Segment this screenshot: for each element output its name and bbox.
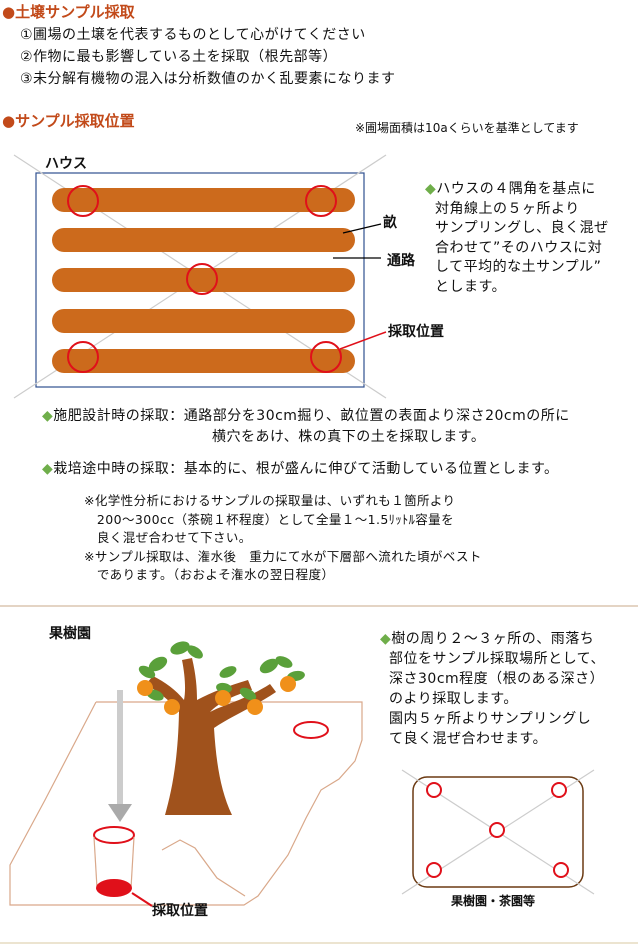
bullet-dot-icon: ● — [2, 3, 16, 21]
sampling-point — [310, 341, 342, 373]
sampling-position-label: 採取位置 — [388, 324, 444, 340]
ridge-row — [52, 349, 355, 373]
house-outline — [35, 172, 365, 388]
sampling-point — [67, 341, 99, 373]
sampling-notes: ※化学性分析におけるサンプルの採取量は、いずれも１箇所より 200～300cc（… — [84, 493, 482, 582]
leaf — [259, 658, 279, 674]
orange-fruit-icon — [215, 690, 231, 706]
orchard-field-outline — [9, 701, 363, 906]
sampling-point — [426, 862, 442, 878]
diamond-bullet-icon: ◆ — [42, 408, 54, 424]
orange-fruit-icon — [164, 699, 180, 715]
leaf — [148, 656, 168, 672]
path-label: 通路 — [387, 253, 415, 269]
leaf — [216, 682, 232, 694]
house-label: ハウス — [45, 156, 87, 172]
leaf — [170, 641, 190, 655]
diamond-bullet-icon: ◆ — [42, 461, 54, 477]
sampling-leader-line — [339, 331, 387, 350]
ridge-label: 畝 — [383, 215, 397, 231]
fertilizer-heading: 施肥設計時の採取： — [53, 408, 184, 424]
sampling-hole — [293, 721, 329, 739]
terrain-line — [161, 839, 246, 897]
orange-fruit-icon — [137, 680, 153, 696]
orchard-description: ◆樹の周り２～３ヶ所の、雨落ち 部位をサンプル採取場所として、 深さ30cm程度… — [380, 631, 605, 747]
arrow-down-icon — [108, 804, 132, 822]
ridge-row — [52, 228, 355, 252]
sampling-point — [426, 782, 442, 798]
orchard-diagram-label: 果樹園・茶園等 — [451, 894, 536, 908]
ridge-leader-line — [342, 223, 382, 234]
orange-fruit-icon — [280, 676, 296, 692]
guideline-item: ③未分解有機物の混入は分析数値のかく乱要素になります — [20, 71, 396, 87]
orange-fruit-icon — [247, 699, 263, 715]
orchard-title: 果樹園 — [49, 626, 91, 642]
sampling-point — [489, 822, 505, 838]
ridge-row — [52, 309, 355, 333]
sampling-cylinder-top — [93, 826, 135, 844]
tree-icon — [146, 658, 276, 815]
diamond-bullet-icon: ◆ — [380, 631, 392, 647]
leaf — [138, 665, 156, 679]
cylinder-side — [130, 836, 135, 889]
section-title-sampling-position: ●サンプル採取位置 — [2, 112, 135, 130]
guideline-item: ①圃場の土壌を代表するものとして心がけてください — [20, 27, 366, 43]
cultivation-heading: 栽培途中時の採取： — [53, 461, 184, 477]
area-note: ※圃場面積は10aくらいを基準としてます — [355, 121, 579, 135]
leaf — [239, 687, 257, 701]
sampling-point — [305, 185, 337, 217]
ridge-row — [52, 188, 355, 212]
sampling-point — [551, 782, 567, 798]
diamond-bullet-icon: ◆ — [425, 181, 437, 197]
sampling-point — [67, 185, 99, 217]
leaf — [275, 656, 293, 668]
sampling-leader-line — [131, 892, 153, 907]
cylinder-side — [93, 836, 98, 889]
cultivation-sampling-block: ◆栽培途中時の採取：基本的に、根が盛んに伸びて活動している位置とします。 — [42, 461, 559, 477]
sampling-cylinder-bottom — [96, 879, 132, 897]
section-title-soil-sampling: ●土壌サンプル採取 — [2, 3, 135, 21]
house-description: ◆ハウスの４隅角を基点に 対角線上の５ヶ所より サンプリングし、良く混ぜ 合わせ… — [425, 181, 609, 295]
orchard-plot-outline — [412, 776, 584, 888]
leaf — [187, 645, 203, 659]
leaf — [219, 666, 237, 678]
ridge-row — [52, 268, 355, 292]
orchard-sampling-label: 採取位置 — [152, 903, 208, 919]
bullet-dot-icon: ● — [2, 112, 16, 130]
sampling-point — [553, 862, 569, 878]
sampling-point — [186, 263, 218, 295]
fertilizer-sampling-block: ◆施肥設計時の採取：通路部分を30cm掘り、畝位置の表面より深さ20cmの所に … — [42, 408, 570, 445]
guideline-item: ②作物に最も影響している土を採取（根先部等） — [20, 49, 338, 65]
